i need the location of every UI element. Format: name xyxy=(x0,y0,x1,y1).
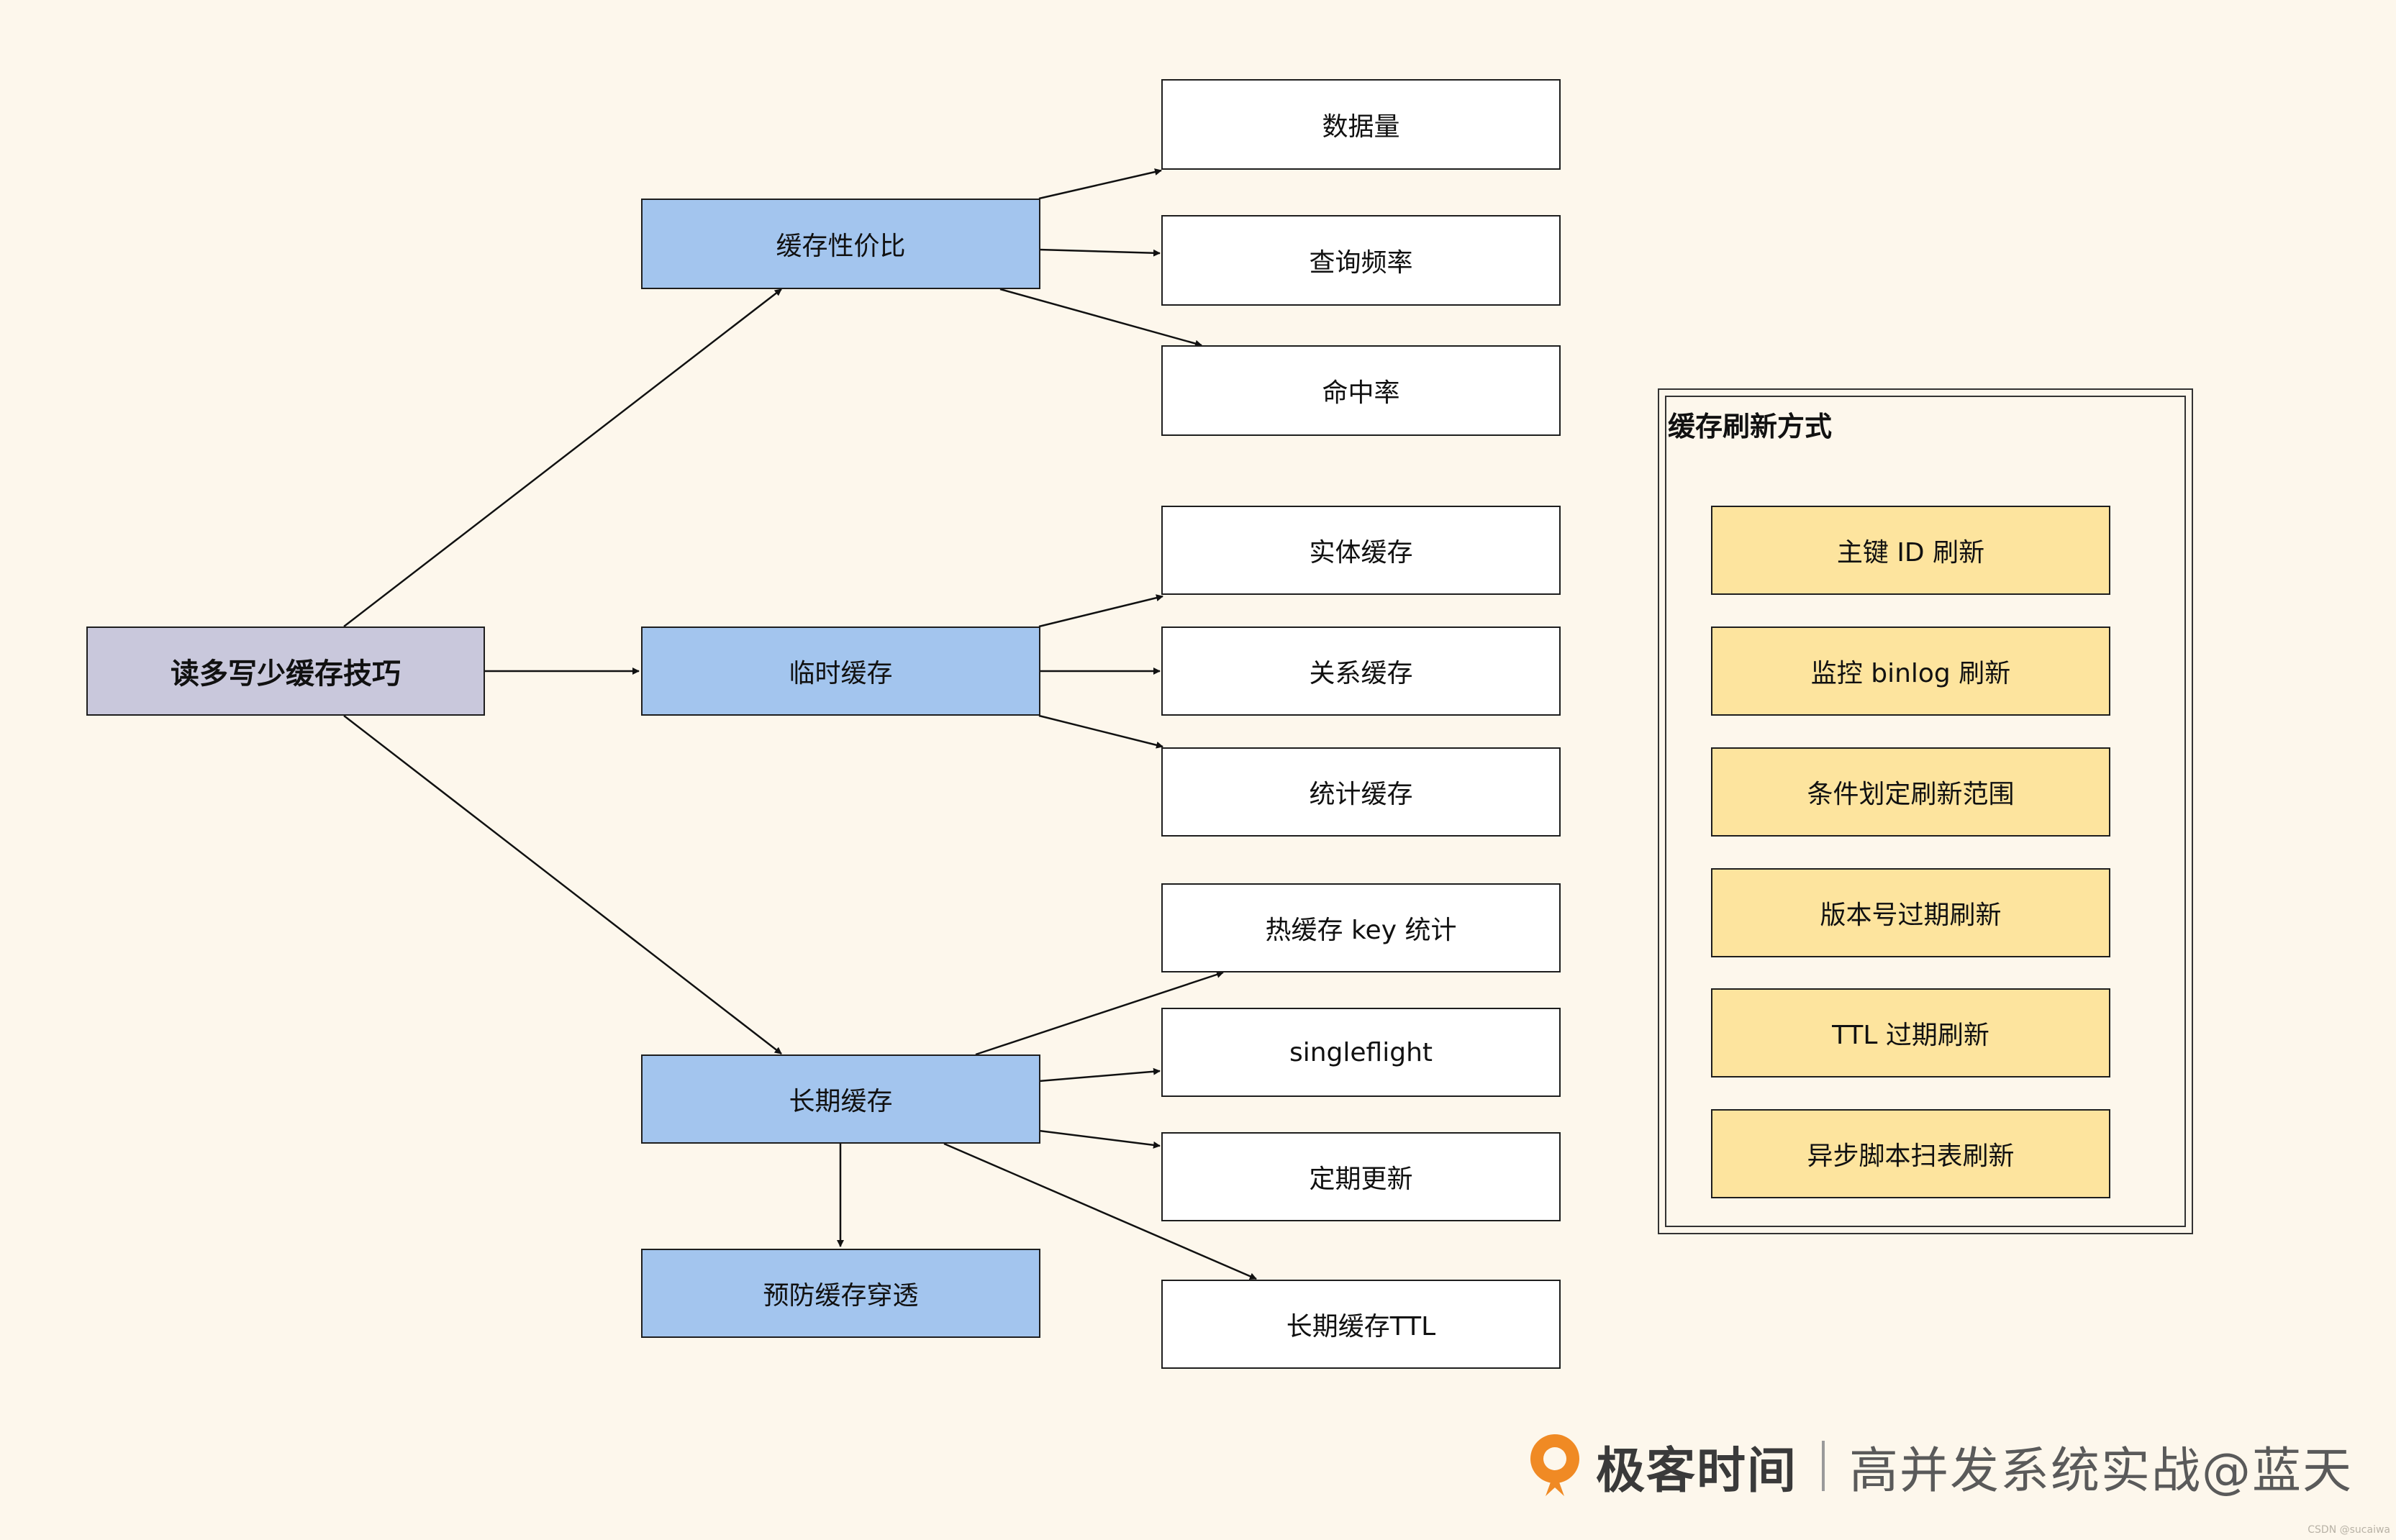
refresh-item-async-scan: 异步脚本扫表刷新 xyxy=(1711,1109,2110,1198)
brand-subtitle: 高并发系统实战@蓝天 xyxy=(1849,1442,2354,1500)
panel-inner-border xyxy=(1665,396,2186,1227)
brand-separator xyxy=(1822,1441,1825,1491)
node-entity-cache: 实体缓存 xyxy=(1161,506,1561,595)
edge-long-singleflight xyxy=(1038,1067,1161,1083)
edge-root-cost-ratio xyxy=(343,288,782,627)
node-temp-cache: 临时缓存 xyxy=(641,627,1040,716)
refresh-item-binlog: 监控 binlog 刷新 xyxy=(1711,627,2110,716)
node-relation-cache: 关系缓存 xyxy=(1161,627,1561,716)
refresh-methods-panel: 缓存刷新方式 xyxy=(1658,388,2193,1234)
node-prevent-penetration: 预防缓存穿透 xyxy=(641,1249,1040,1338)
refresh-item-version: 版本号过期刷新 xyxy=(1711,868,2110,957)
edge-long-ttl xyxy=(943,1142,1257,1280)
node-data-volume: 数据量 xyxy=(1161,79,1561,170)
node-long-cache-ttl: 长期缓存TTL xyxy=(1161,1280,1561,1369)
edge-long-scheduled xyxy=(1038,1129,1161,1149)
watermark: CSDN @sucaiwa xyxy=(2307,1524,2390,1536)
node-long-cache: 长期缓存 xyxy=(641,1054,1040,1144)
panel-title: 缓存刷新方式 xyxy=(1668,411,1833,442)
refresh-item-primary-key: 主键 ID 刷新 xyxy=(1711,506,2110,595)
geektime-logo-icon xyxy=(1530,1434,1579,1496)
node-query-frequency: 查询频率 xyxy=(1161,215,1561,306)
edge-temp-entity xyxy=(1038,594,1163,628)
edge-temp-stats xyxy=(1038,714,1163,749)
node-stats-cache: 统计缓存 xyxy=(1161,747,1561,837)
node-singleflight: singleflight xyxy=(1161,1008,1561,1097)
node-hot-key-stats: 热缓存 key 统计 xyxy=(1161,883,1561,972)
edge-cost-hit-rate xyxy=(999,288,1202,347)
edge-cost-data-volume xyxy=(1038,168,1162,200)
node-root: 读多写少缓存技巧 xyxy=(86,627,485,716)
refresh-item-ttl: TTL 过期刷新 xyxy=(1711,988,2110,1077)
edge-cost-query-frequency xyxy=(1038,248,1161,257)
brand-footer: 极客时间 高并发系统实战@蓝天 xyxy=(1525,1430,2353,1502)
edge-root-long-cache xyxy=(343,715,782,1054)
node-cost-ratio: 缓存性价比 xyxy=(641,199,1040,289)
edge-long-hot-key xyxy=(975,971,1224,1056)
node-scheduled-update: 定期更新 xyxy=(1161,1132,1561,1221)
refresh-item-condition-range: 条件划定刷新范围 xyxy=(1711,747,2110,837)
node-hit-rate: 命中率 xyxy=(1161,345,1561,436)
brand-name: 极客时间 xyxy=(1596,1442,1798,1500)
